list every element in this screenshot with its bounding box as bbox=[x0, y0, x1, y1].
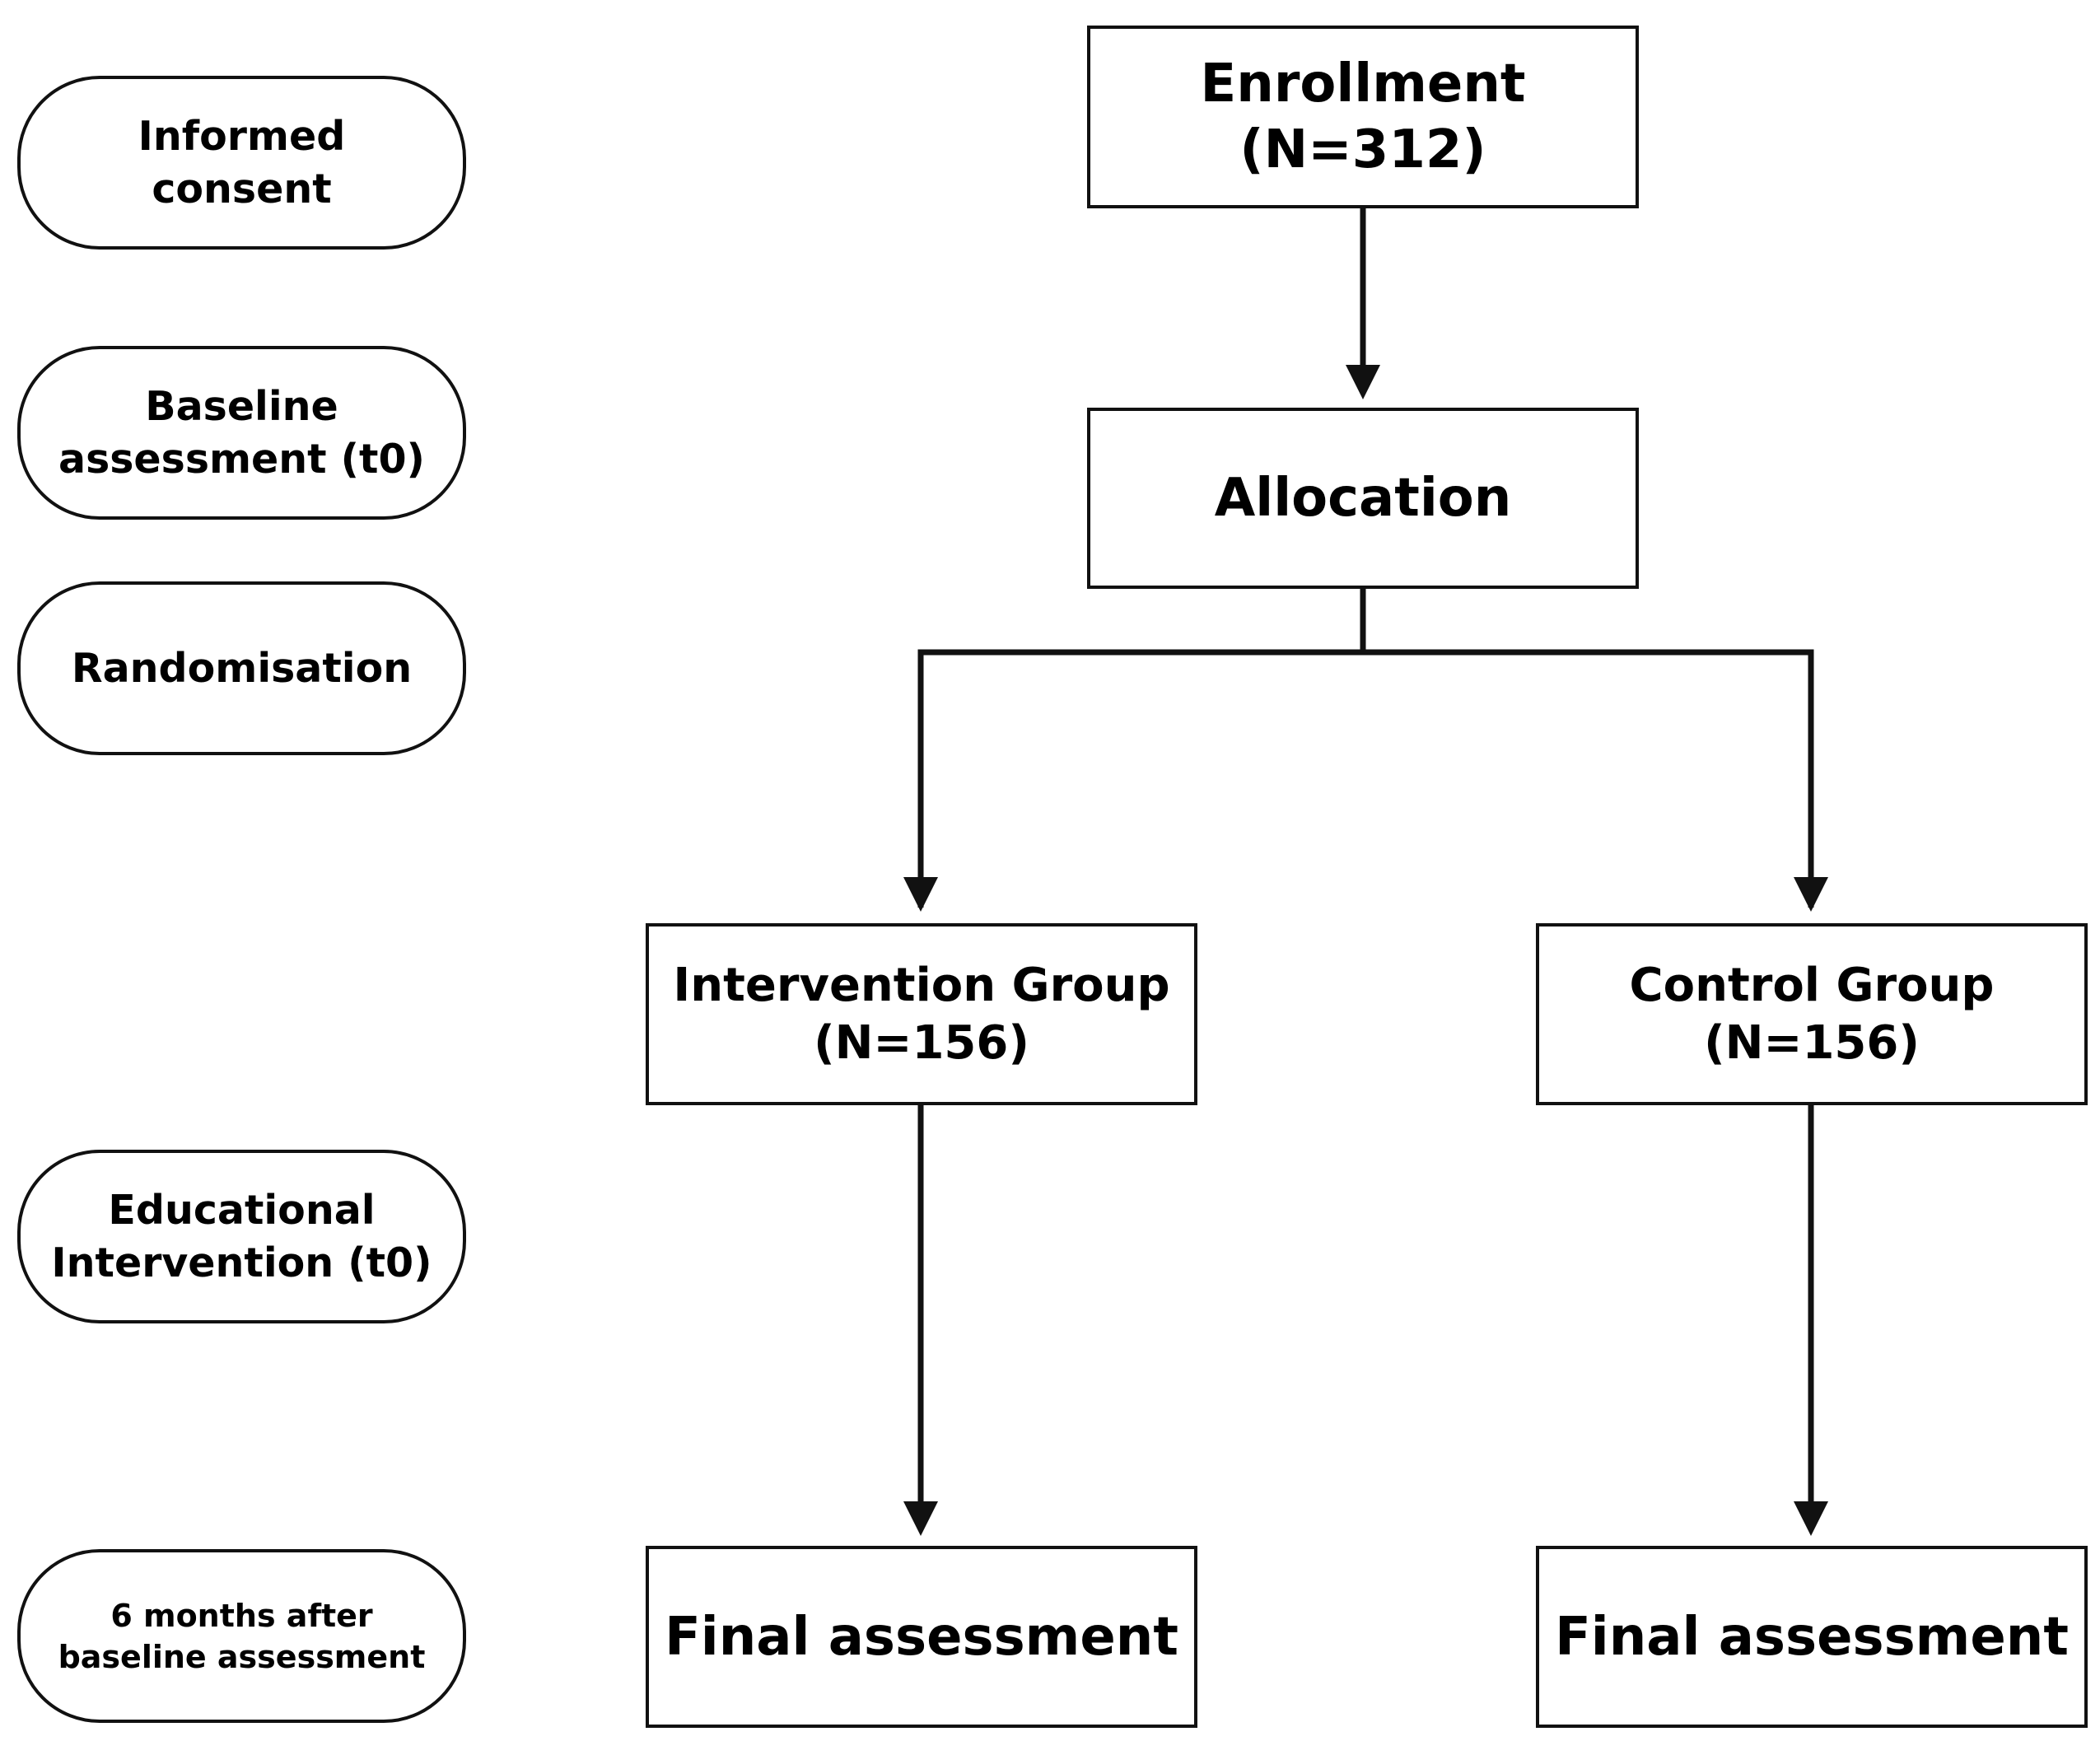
final-assessment-intervention-box: Final assessment bbox=[646, 1546, 1197, 1728]
final-assessment-intervention-label: Final assessment bbox=[665, 1606, 1178, 1668]
informed-consent-line-2: consent bbox=[152, 165, 332, 212]
six-months-step: 6 months after baseline assessment bbox=[17, 1549, 466, 1723]
educational-intervention-line-1: Educational bbox=[108, 1186, 376, 1234]
intervention-group-box: Intervention Group (N=156) bbox=[646, 923, 1197, 1105]
final-assessment-control-box: Final assessment bbox=[1536, 1546, 2088, 1728]
six-months-line-2: baseline assessment bbox=[58, 1638, 426, 1675]
randomisation-step: Randomisation bbox=[17, 581, 466, 755]
informed-consent-line-1: Informed bbox=[138, 112, 346, 160]
control-group-box: Control Group (N=156) bbox=[1536, 923, 2088, 1105]
informed-consent-step: Informed consent bbox=[17, 76, 466, 250]
baseline-assessment-line-1: Baseline bbox=[145, 382, 338, 430]
educational-intervention-line-2: Intervention (t0) bbox=[51, 1239, 432, 1286]
enrollment-label: Enrollment (N=312) bbox=[1200, 54, 1526, 180]
control-group-line-1: Control Group bbox=[1629, 958, 1995, 1012]
baseline-assessment-line-2: assessment (t0) bbox=[58, 435, 425, 483]
allocation-box: Allocation bbox=[1087, 408, 1639, 589]
intervention-group-line-1: Intervention Group bbox=[673, 958, 1170, 1012]
control-group-line-2: (N=156) bbox=[1704, 1015, 1920, 1070]
enrollment-box: Enrollment (N=312) bbox=[1087, 26, 1639, 208]
allocation-label: Allocation bbox=[1214, 468, 1512, 529]
allocation-split-connector bbox=[917, 649, 1814, 908]
intervention-group-line-2: (N=156) bbox=[814, 1015, 1029, 1070]
six-months-line-1: 6 months after bbox=[110, 1597, 373, 1634]
final-assessment-control-label: Final assessment bbox=[1555, 1606, 2069, 1668]
randomisation-label: Randomisation bbox=[71, 644, 413, 692]
educational-intervention-step: Educational Intervention (t0) bbox=[17, 1150, 466, 1323]
baseline-assessment-step: Baseline assessment (t0) bbox=[17, 346, 466, 520]
